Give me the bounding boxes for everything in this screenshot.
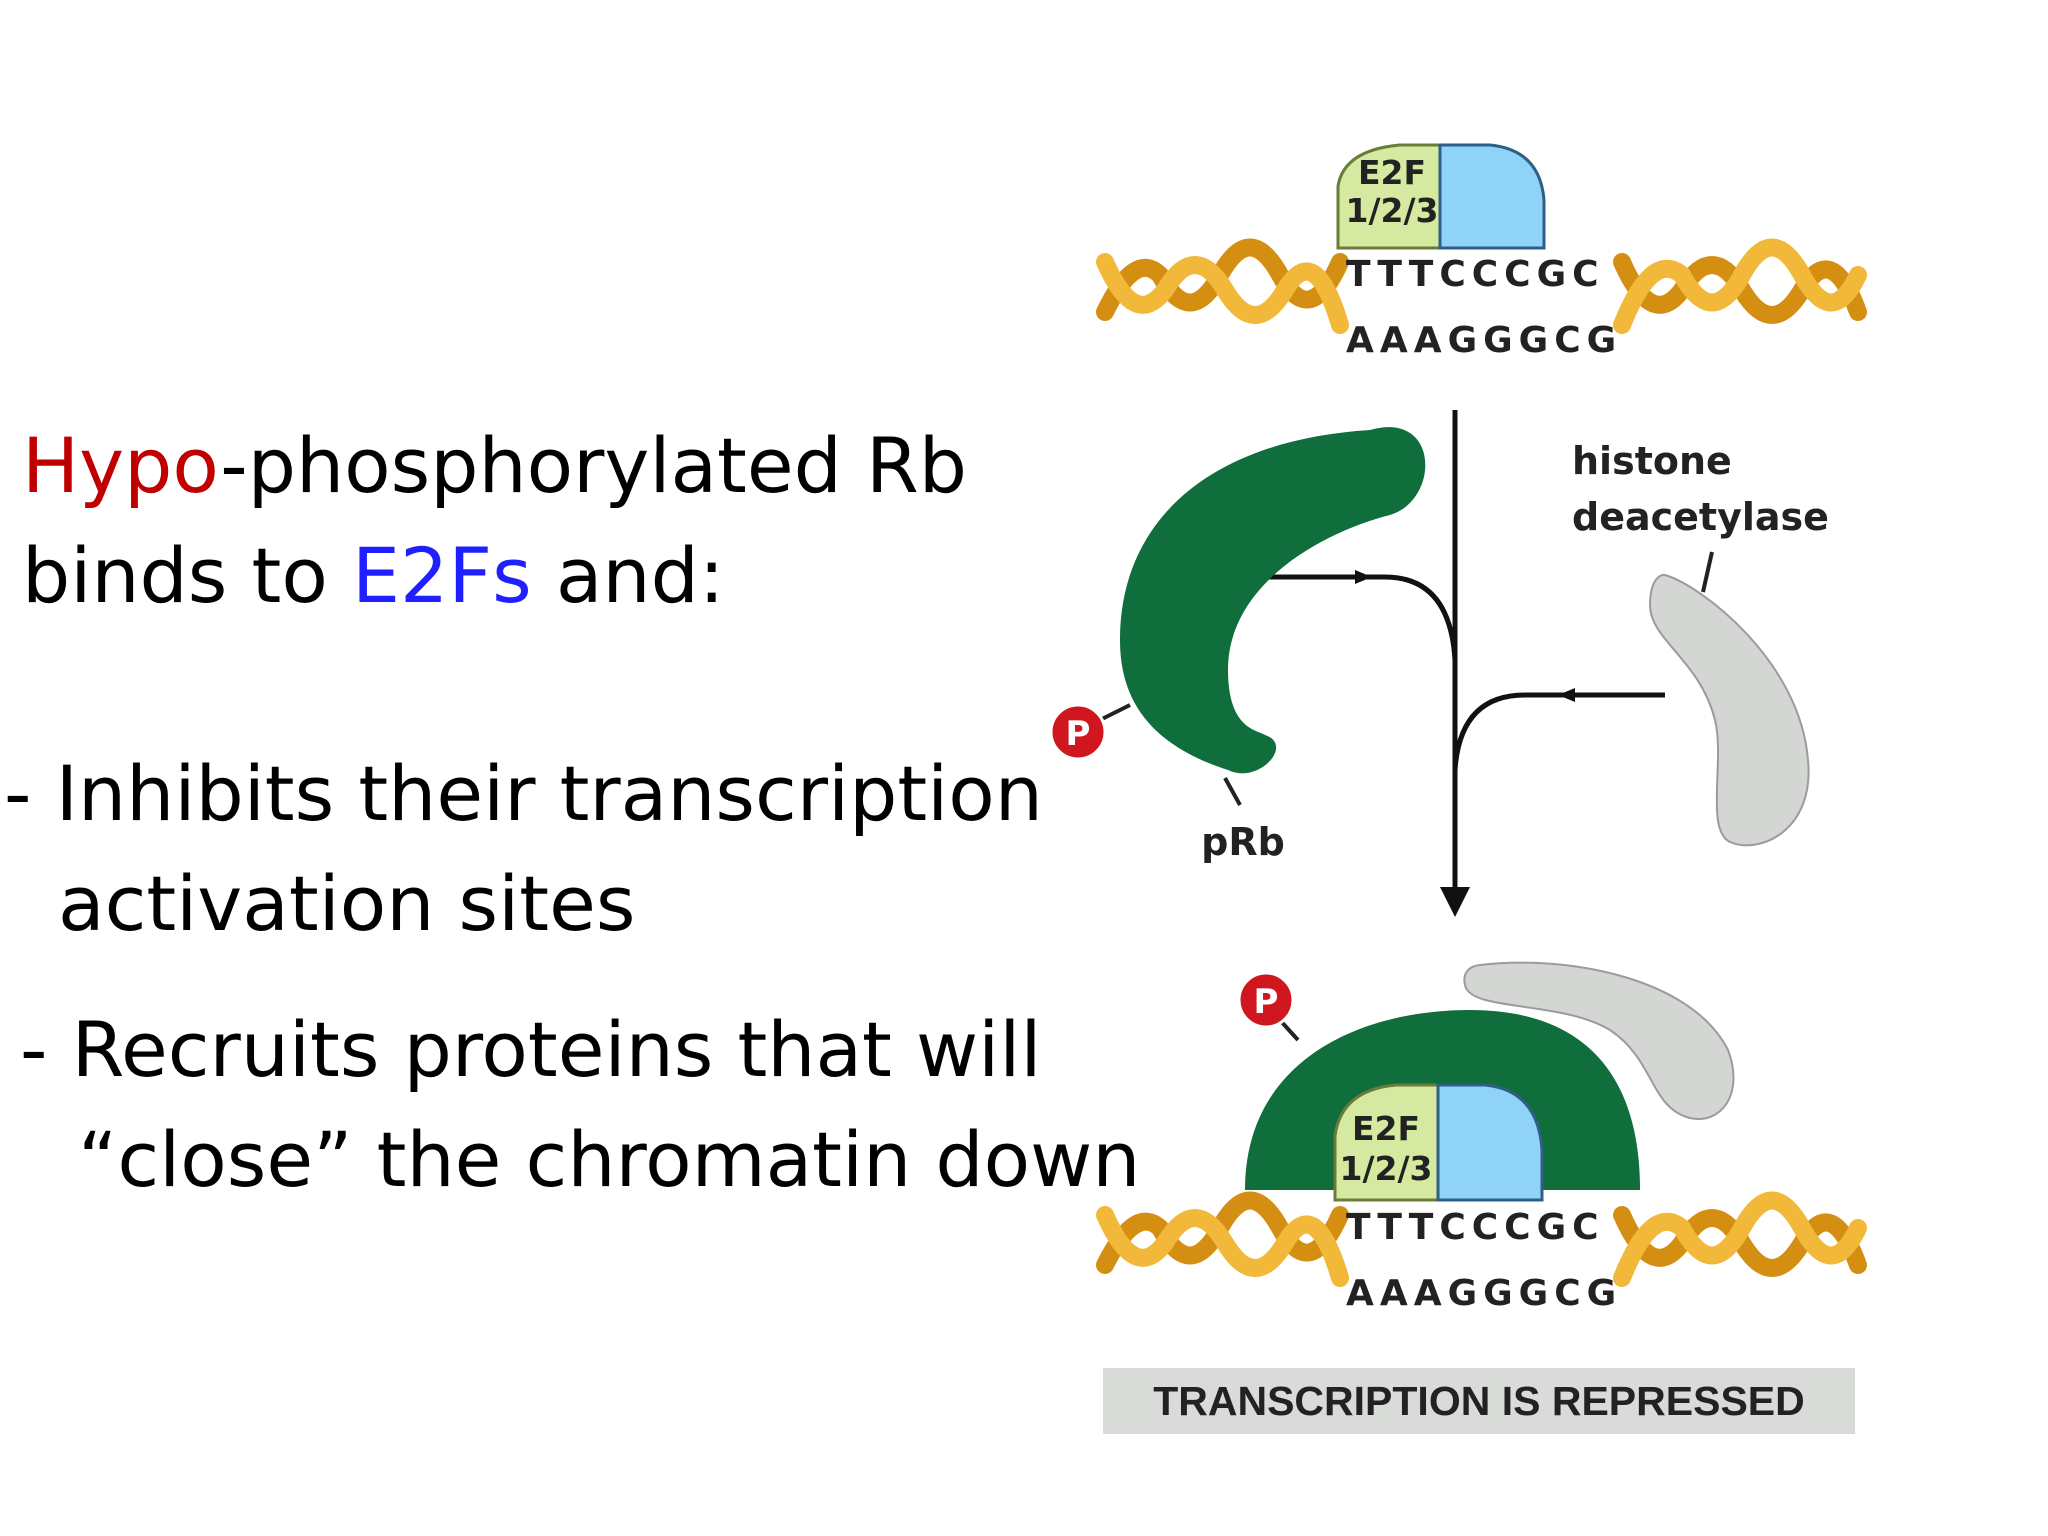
prb-label-leader [1223,777,1242,806]
text-block: Hypo-phosphorylated Rb binds to E2Fs and… [4,428,1141,1204]
top-seq-upper: TTTCCCGC [1346,254,1605,295]
bottom-phospho-circle [1237,971,1295,1029]
heading-line-2-suffix: and: [531,531,725,620]
bullet-2-line-2: “close” the chromatin down [78,1115,1141,1204]
bottom-dna-helix [1096,1191,1867,1287]
bullet-2-line-1: - Recruits proteins that will [20,1005,1042,1094]
heading-line-2: binds to E2Fs and: [22,538,724,614]
bottom-e2f-protein [1333,1083,1440,1202]
bottom-e2f-label-2: 1/2/3 [1340,1149,1433,1188]
top-e2f-label-1: E2F [1358,153,1426,192]
heading-line-1: Hypo-phosphorylated Rb [22,428,967,504]
heading-line-1-rest: -phosphorylated Rb [220,421,968,510]
bottom-e2f-label-1: E2F [1352,1109,1420,1148]
heading-line-2-prefix: binds to [22,531,352,620]
top-dp-protein [1438,143,1546,250]
bullet-1-line-1: - Inhibits their transcription [4,749,1043,838]
caption-text: TRANSCRIPTION IS REPRESSED [1153,1378,1805,1424]
bottom-phospho-label: P [1254,982,1279,1022]
prb-arrow-tip [1355,570,1372,584]
prb-label: pRb [1201,820,1285,864]
hdac-label-2: deacetylase [1572,495,1829,539]
bottom-seq-lower: AAAGGGCG [1346,1273,1622,1314]
prb-inflow-arrow [1252,574,1458,661]
bottom-dp-protein [1436,1083,1544,1202]
prb-protein [1120,427,1426,774]
bottom-hdac-protein [1463,961,1735,1121]
bottom-seq-upper: TTTCCCGC [1346,1207,1605,1248]
hdac-inflow-arrow [1452,692,1665,771]
prb-phospho-label: P [1066,714,1091,754]
e2fs-word: E2Fs [351,531,532,620]
caption-bar [1103,1368,1855,1434]
hdac-protein [1648,573,1810,847]
bullet-1-line-2: activation sites [58,859,636,948]
hypo-word: Hypo [22,421,221,510]
hdac-label-leader [1701,551,1714,593]
hdac-arrow-tip [1558,688,1575,702]
top-dna-helix [1096,238,1867,334]
prb-phospho-link [1099,703,1131,722]
convergence-arrows [1252,410,1665,917]
prb-phospho-circle [1049,703,1107,761]
hdac-label-1: histone [1572,439,1732,483]
top-seq-lower: AAAGGGCG [1346,320,1622,361]
top-e2f-protein [1336,143,1442,250]
top-e2f-complex: E2F 1/2/3 [1336,143,1546,250]
top-e2f-label-2: 1/2/3 [1346,191,1439,230]
